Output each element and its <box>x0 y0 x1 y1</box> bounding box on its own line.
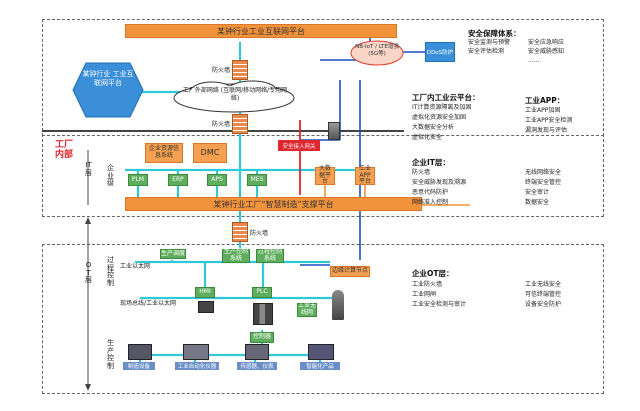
it-item-r2: 终端安全管控 <box>525 179 562 186</box>
it-item-l4: 网络准入控制 <box>412 199 449 206</box>
process-control-label: 过程控制 <box>107 256 114 288</box>
ot-region <box>42 244 604 394</box>
it-layer-label: IT层 <box>85 161 92 177</box>
device-caption-4: 智能化产品 <box>300 362 340 370</box>
aps-box: APS <box>207 174 227 186</box>
big-data-box: 大数据平台 <box>315 165 335 185</box>
cloud-item-1: IT计算资源隔离及加固 <box>412 104 472 111</box>
security-system-title: 安全保障体系： <box>468 29 521 38</box>
app-item-1: 工业APP加固 <box>525 107 561 114</box>
industry-app-box: 工业APP平台 <box>355 165 375 185</box>
plc-box: PLC <box>252 287 272 298</box>
ot-item-r1: 工业无线安全 <box>525 281 562 288</box>
industry-platform-bar: 某钟行业工业互联网平台 <box>125 24 397 38</box>
it-item-l3: 恶意代码防护 <box>412 189 449 196</box>
security-gateway: 安全接入网关 <box>278 140 320 151</box>
hex-platform-label: 某钟行业 工业互联网平台 <box>82 70 134 87</box>
device-caption-3: 传感器、仪表 <box>237 362 277 370</box>
sec-item-4: 安全威胁感知 <box>528 48 565 55</box>
antenna-icon <box>332 290 344 320</box>
factory-label: 工厂内部 <box>54 140 73 161</box>
ot-item-l2: 工业网闸 <box>412 291 437 298</box>
factory-device-icon <box>128 344 152 360</box>
ot-layer-label: OT层 <box>85 261 92 285</box>
ot-item-r3: 设备安全防护 <box>525 301 562 308</box>
it-item-r3: 安全审计 <box>525 189 550 196</box>
prod-scheduling-box: 生产调度 <box>160 249 186 259</box>
firewall-label-2: 防火墙 <box>212 121 231 128</box>
process-control-box: 过程控制系统 <box>256 248 284 263</box>
ot-layer-title: 企业OT层： <box>412 269 454 278</box>
dmc-box: DMC <box>193 143 227 163</box>
fieldbus-label: 现场总线/工业以太网 <box>120 300 177 307</box>
app-title: 工业APP： <box>525 96 565 105</box>
it-item-r1: 无线网络安全 <box>525 169 562 176</box>
nbiot-label: NB-IoT / LTE增强(5G等) <box>355 44 399 58</box>
plc-device-icon <box>253 303 273 325</box>
cloud-item-2: 虚拟化资源安全加固 <box>412 114 467 121</box>
machine-device-icon <box>183 344 209 360</box>
ot-item-l1: 工业防火墙 <box>412 281 443 288</box>
hex-platform-shape <box>72 62 144 118</box>
firewall-icon <box>232 114 248 134</box>
top-region <box>42 19 604 136</box>
external-network-label: 工厂外部网络 (互联网/移动网络/专用网络) <box>182 87 288 102</box>
firewall-icon <box>232 222 248 242</box>
it-layer-title: 企业IT层： <box>412 158 450 167</box>
device-caption-2: 工业自动化仪器 <box>175 362 219 370</box>
server-icon <box>328 122 340 140</box>
app-item-3: 漏洞发现与评估 <box>525 127 568 134</box>
industrial-ethernet-label: 工业以太网 <box>120 263 151 270</box>
controller-box: 控制器 <box>250 332 274 343</box>
firewall-label-1: 防火墙 <box>212 67 231 74</box>
sec-item-5: ...... <box>528 57 540 64</box>
enterprise-level-label: 企业级 <box>107 164 114 188</box>
divider-line <box>42 130 404 132</box>
sec-item-3: 安全评估检测 <box>468 48 505 55</box>
ddos-box: DDoS防护 <box>425 42 455 62</box>
plm-box: PLM <box>128 174 148 186</box>
smart-device-icon <box>308 344 334 360</box>
firewall-icon <box>232 60 248 80</box>
production-control-label: 生产控制 <box>107 339 114 371</box>
cloud-platform-title: 工厂内工业云平台： <box>412 93 480 102</box>
cloud-item-4: 虚拟化安全 <box>412 134 443 141</box>
it-item-l1: 防火墙 <box>412 169 431 176</box>
firewall-label-3: 防火墙 <box>250 230 269 237</box>
it-item-l2: 安全威胁发现及溯源 <box>412 179 467 186</box>
it-region <box>42 134 604 217</box>
external-network-cloud <box>173 80 295 113</box>
sec-item-1: 安全监测与预警 <box>468 39 511 46</box>
sensor-device-icon <box>245 344 269 360</box>
prod-control-box: 生产控制系统 <box>222 248 250 263</box>
it-item-r4: 数据安全 <box>525 199 550 206</box>
app-item-2: 工业APP安全检测 <box>525 117 573 124</box>
hmi-box: HMI <box>195 287 215 298</box>
device-caption-1: 制造设备 <box>123 362 155 370</box>
support-platform-bar: 某钟行业工厂“智慧制造”支撑平台 <box>125 197 422 211</box>
cloud-item-3: 大数据安全分析 <box>412 124 455 131</box>
sec-item-2: 安全应急响应 <box>528 39 565 46</box>
erp-box: ERP <box>168 174 188 186</box>
ot-item-r2: 可信终端管控 <box>525 291 562 298</box>
nbiot-cloud <box>350 40 404 66</box>
wifi-box: 工业无线网 <box>297 302 317 317</box>
mes-box: MES <box>247 174 267 186</box>
hmi-device-icon <box>198 301 214 313</box>
ot-item-l3: 工业安全检测与审计 <box>412 301 467 308</box>
enterprise-resource-system: 企业资源信息系统 <box>145 143 183 163</box>
edge-node-box: 边缘计算节点 <box>330 266 370 277</box>
